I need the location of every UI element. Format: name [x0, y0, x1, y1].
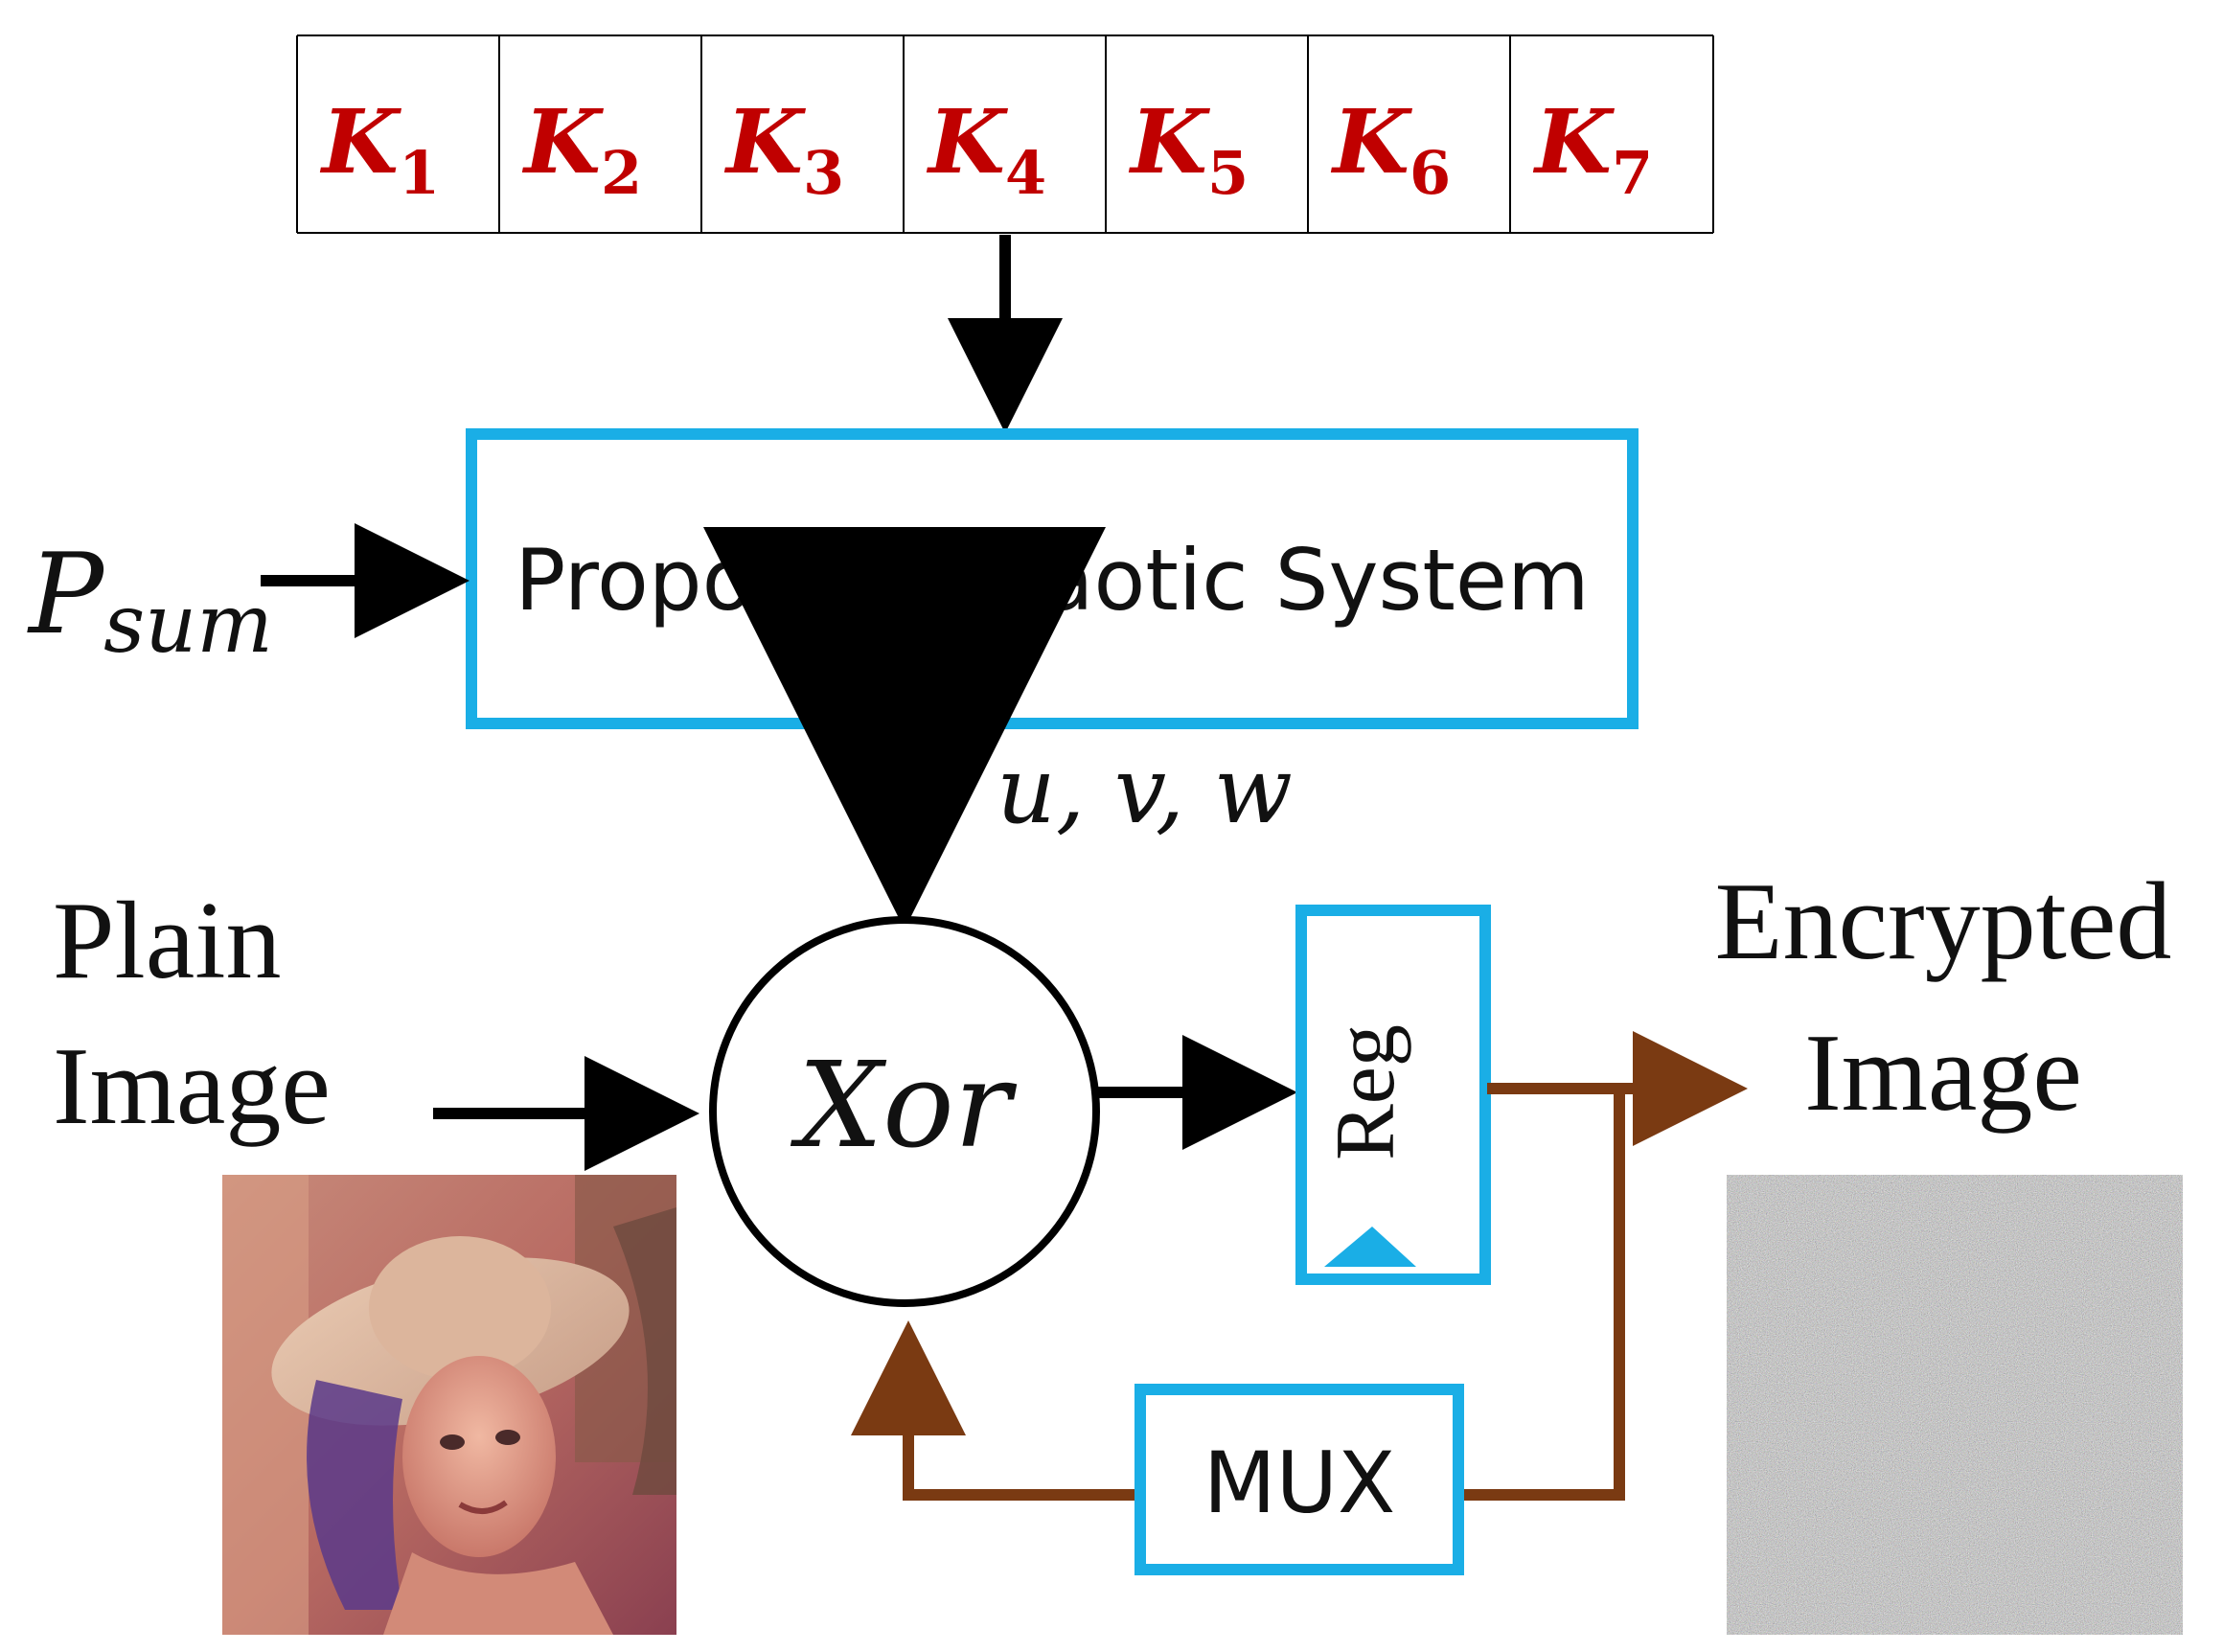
mux-label: MUX [1203, 1434, 1396, 1532]
key-cell-7: K7 [1532, 90, 1653, 208]
outputs-label: u, v, w [997, 737, 1293, 844]
encrypted-image-label-line2: Image [1804, 1012, 2082, 1135]
psum-label: Psum [27, 530, 273, 671]
xor-label: Xor [791, 1037, 1018, 1175]
reg-label: Reg [1319, 1024, 1412, 1160]
plain-image-label-line1: Plain [53, 880, 281, 1002]
encrypted-image-label-line1: Encrypted [1715, 860, 2172, 983]
lena-photo-icon [222, 1175, 676, 1635]
chaotic-system-label: Proposed Chaotic System [515, 531, 1590, 630]
reg-block [1295, 905, 1491, 1285]
feedback-path [851, 1089, 1625, 1501]
key-register: K1 K2 K3 K4 K5 K6 K7 [296, 34, 1714, 234]
key-cell-6: K6 [1330, 90, 1451, 208]
key-cell-4: K4 [926, 90, 1046, 208]
mux-block [1134, 1384, 1464, 1575]
key-cell-3: K3 [723, 90, 844, 208]
xor-gate [709, 916, 1100, 1307]
noise-image-icon [1727, 1175, 2183, 1635]
plain-image-label-line2: Image [53, 1025, 331, 1148]
key-cell-2: K2 [521, 90, 642, 208]
reg-clock-triangle [1324, 1227, 1416, 1267]
key-cell-5: K5 [1128, 90, 1249, 208]
key-cell-1: K1 [319, 90, 440, 208]
